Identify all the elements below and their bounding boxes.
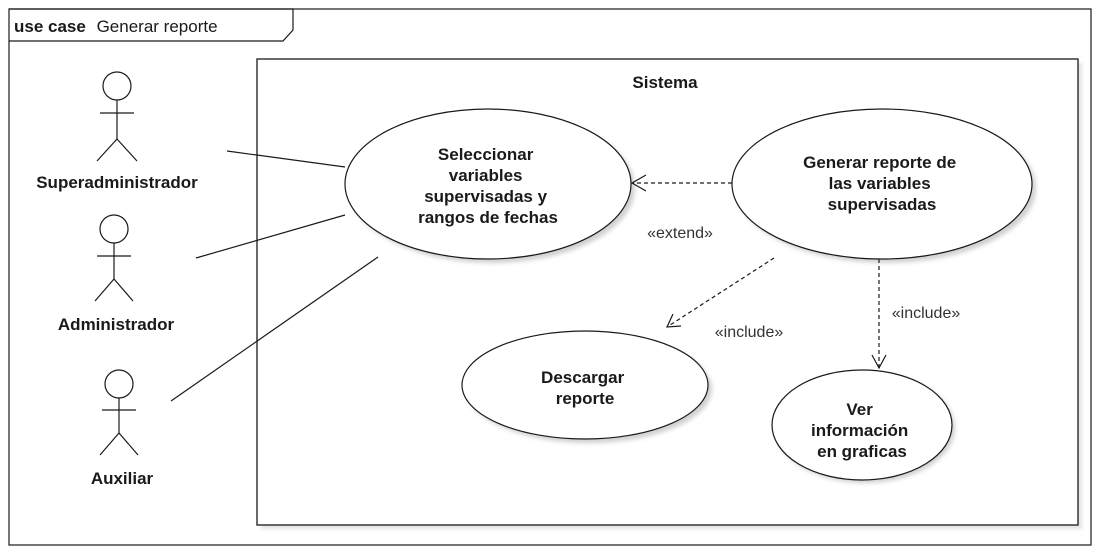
association-administrador bbox=[195, 214, 346, 259]
extend-arrowhead bbox=[630, 174, 647, 192]
include-descargar-relation[interactable]: «include» bbox=[666, 257, 784, 341]
actor-label: Superadministrador bbox=[36, 173, 198, 192]
extend-relation[interactable]: «extend» bbox=[630, 174, 732, 242]
frame-name: Generar reporte bbox=[97, 17, 218, 36]
include-ver-relation[interactable]: «include» bbox=[871, 259, 961, 370]
use-case-label-line: supervisadas bbox=[828, 195, 937, 214]
system-name: Sistema bbox=[632, 73, 698, 92]
include-arrowhead bbox=[666, 313, 682, 328]
use-case-label-line: rangos de fechas bbox=[418, 208, 558, 227]
include-stereotype: «include» bbox=[715, 324, 784, 341]
use-case-label-line: Ver bbox=[846, 400, 873, 419]
include-arrowhead bbox=[871, 354, 887, 370]
use-case-label-line: reporte bbox=[556, 389, 615, 408]
use-case-label: Ver información en graficas bbox=[811, 400, 913, 461]
use-case-label: Seleccionar variables supervisadas y ran… bbox=[418, 145, 558, 227]
use-case-label-line: Descargar bbox=[541, 368, 625, 387]
use-case-ellipse bbox=[461, 330, 709, 440]
use-case-label-line: Seleccionar bbox=[438, 145, 534, 164]
use-case-seleccionar[interactable]: Seleccionar variables supervisadas y ran… bbox=[344, 108, 632, 260]
actor-leg-right bbox=[116, 138, 138, 162]
use-case-label: Descargar reporte bbox=[541, 368, 629, 408]
use-case-label-line: Generar reporte de bbox=[803, 153, 956, 172]
use-case-descargar[interactable]: Descargar reporte bbox=[461, 330, 709, 440]
actor-leg-right bbox=[113, 278, 134, 302]
actor-leg-left bbox=[96, 138, 118, 162]
actor-label: Auxiliar bbox=[91, 469, 154, 488]
actor-leg-left bbox=[94, 278, 115, 302]
actor-auxiliar[interactable]: Auxiliar bbox=[91, 369, 154, 488]
use-case-label-line: información bbox=[811, 421, 908, 440]
use-case-label-line: en graficas bbox=[817, 442, 907, 461]
use-case-label-line: variables bbox=[449, 166, 523, 185]
include-line bbox=[666, 257, 775, 328]
frame-title: use case Generar reporte bbox=[14, 17, 218, 36]
association-superadministrador bbox=[226, 150, 346, 168]
frame-tab bbox=[9, 8, 294, 42]
frame-keyword: use case bbox=[14, 17, 86, 36]
use-case-label-line: las variables bbox=[829, 174, 931, 193]
actor-leg-left bbox=[99, 432, 120, 456]
association-auxiliar bbox=[170, 256, 379, 402]
include-stereotype: «include» bbox=[892, 305, 961, 322]
actor-label: Administrador bbox=[58, 315, 175, 334]
actor-administrador[interactable]: Administrador bbox=[58, 214, 175, 334]
actor-superadministrador[interactable]: Superadministrador bbox=[36, 71, 198, 192]
use-case-ellipse bbox=[731, 108, 1033, 260]
use-case-ellipse bbox=[344, 108, 632, 260]
use-case-label-line: supervisadas y bbox=[424, 187, 547, 206]
use-case-label: Generar reporte de las variables supervi… bbox=[803, 153, 961, 214]
use-case-ellipse bbox=[771, 369, 953, 481]
actor-leg-right bbox=[118, 432, 139, 456]
use-case-ver[interactable]: Ver información en graficas bbox=[771, 369, 953, 481]
use-case-generar[interactable]: Generar reporte de las variables supervi… bbox=[731, 108, 1033, 260]
extend-stereotype: «extend» bbox=[647, 225, 713, 242]
